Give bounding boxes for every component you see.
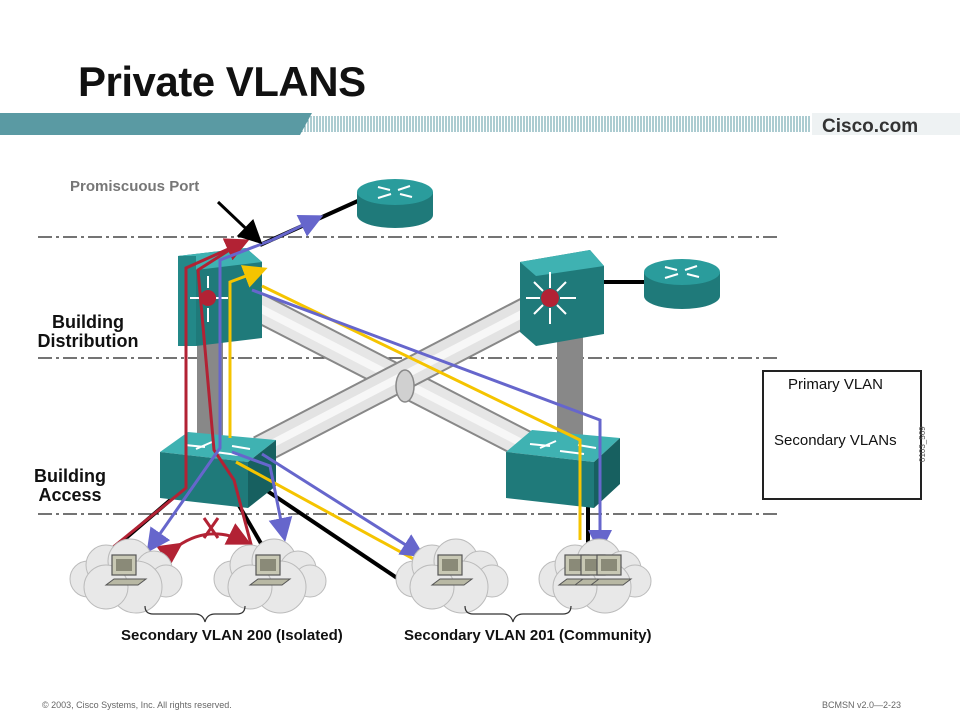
legend-secondary-label: Secondary VLANs — [774, 432, 897, 449]
secondary-vlan-red-paths — [111, 238, 254, 567]
secondary-vlan-yellow-paths — [228, 265, 582, 570]
figure-id: 0103_569 — [918, 426, 927, 462]
workstation-icon — [430, 554, 474, 586]
trunk-links — [197, 284, 583, 469]
building-distribution-line1: Building — [52, 312, 124, 332]
blocked-marker — [202, 517, 220, 539]
router-right — [644, 259, 720, 309]
legend-primary-label: Primary VLAN — [788, 376, 884, 393]
community-group-caption: Secondary VLAN 201 (Community) — [404, 627, 652, 644]
promiscuous-port-pointer — [216, 200, 263, 245]
host-cloud — [395, 538, 509, 614]
host-group — [69, 538, 652, 614]
legend-box — [762, 370, 922, 500]
building-access-line2: Access — [38, 485, 102, 505]
access-switch-right — [506, 430, 620, 508]
router-top — [357, 179, 433, 228]
building-distribution-label: Building Distribution — [28, 313, 148, 351]
workstation-icon — [104, 554, 148, 586]
copyright-footer: © 2003, Cisco Systems, Inc. All rights r… — [42, 700, 232, 710]
host-cloud — [69, 538, 183, 614]
host-cloud — [213, 538, 327, 614]
course-footer: BCMSN v2.0—2-23 — [822, 700, 902, 710]
building-access-label: Building Access — [10, 467, 130, 505]
isolated-group-caption: Secondary VLAN 200 (Isolated) — [121, 627, 343, 644]
host-cloud — [538, 538, 652, 614]
slide-title: Private VLANS — [78, 58, 366, 105]
promiscuous-port-label: Promiscuous Port — [70, 178, 200, 195]
workstation-icon — [589, 554, 633, 586]
building-distribution-line2: Distribution — [37, 331, 139, 351]
building-access-line1: Building — [34, 466, 106, 486]
group-braces — [144, 605, 572, 623]
workstation-icon — [248, 554, 292, 586]
cisco-brand-logo: Cisco.com — [822, 116, 919, 137]
header-bar — [0, 113, 960, 135]
primary-vlan-blue-paths — [146, 214, 612, 558]
distribution-switch-right — [520, 250, 604, 346]
